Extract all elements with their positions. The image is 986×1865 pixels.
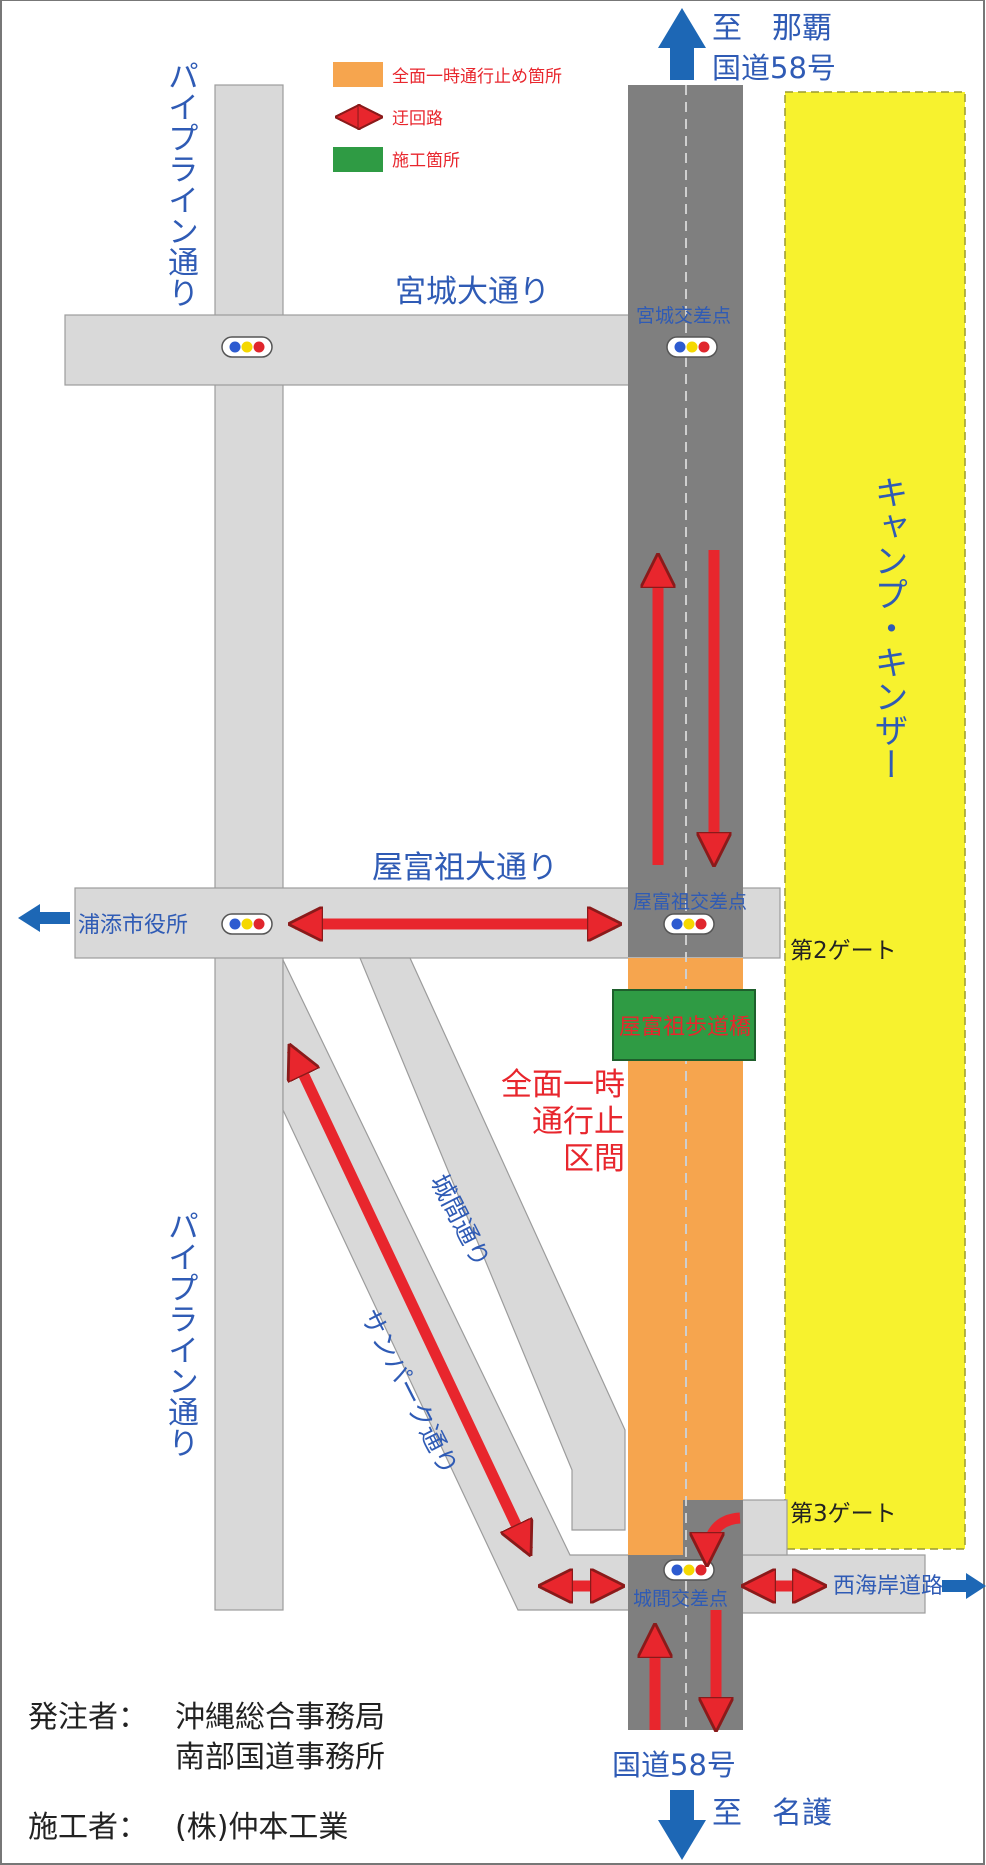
legend-construction-swatch bbox=[333, 147, 383, 172]
north-route-label: 国道58号 bbox=[712, 51, 836, 85]
west-arrow-icon bbox=[18, 904, 70, 932]
closure-section-line3: 区間 bbox=[563, 1141, 625, 1177]
contractor-name: (株)仲本工業 bbox=[175, 1810, 348, 1845]
yafuso-oodori-label: 屋富祖大通り bbox=[372, 850, 558, 886]
yafuso-footbridge-label: 屋富祖歩道橋 bbox=[619, 1015, 751, 1040]
traffic-light-pipeline-miyagi bbox=[221, 336, 273, 358]
yafuso-intersection-label: 屋富祖交差点 bbox=[633, 891, 747, 913]
legend-detour-label: 迂回路 bbox=[392, 109, 443, 129]
gate2-label: 第2ゲート bbox=[790, 938, 897, 964]
gusukuma-intersection-label: 城間交差点 bbox=[633, 1588, 728, 1610]
traffic-light-pipeline-yafuso bbox=[221, 913, 273, 935]
orderer-label: 発注者： bbox=[28, 1700, 148, 1735]
detour-arrows bbox=[292, 550, 820, 1730]
legend-construction-label: 施工箇所 bbox=[392, 151, 460, 171]
orderer-name-2: 南部国道事務所 bbox=[175, 1740, 385, 1775]
closure-section-line2: 通行止 bbox=[532, 1104, 625, 1140]
west-coast-road-label: 西海岸道路 bbox=[833, 1574, 943, 1599]
south-route-label: 国道58号 bbox=[612, 1748, 736, 1782]
legend-closure-label: 全面一時通行止め箇所 bbox=[392, 67, 562, 87]
traffic-light-yafuso-intersection bbox=[663, 913, 715, 935]
direction-arrows bbox=[18, 8, 986, 1860]
east-arrow-icon bbox=[942, 1573, 986, 1599]
orderer-name-1: 沖縄総合事務局 bbox=[175, 1700, 385, 1735]
camp-kinser-area bbox=[784, 91, 966, 1550]
pipeline-lower-label: パイプライン通り bbox=[162, 1210, 198, 1458]
north-arrow-icon bbox=[658, 8, 706, 80]
legend-closure-swatch bbox=[333, 62, 383, 87]
gate3-label: 第3ゲート bbox=[790, 1501, 897, 1527]
traffic-light-gusukuma-intersection bbox=[663, 1559, 715, 1581]
miyagi-oodori-road bbox=[64, 314, 633, 386]
detour-arrow-sunpark bbox=[292, 1050, 528, 1550]
pipeline-upper-label: パイプライン通り bbox=[162, 60, 198, 308]
traffic-light-miyagi-intersection bbox=[666, 336, 718, 358]
gate3-access bbox=[741, 1499, 788, 1556]
north-destination-label: 至 那覇 bbox=[712, 11, 832, 46]
detour-arrow-gate3-turn bbox=[707, 1512, 741, 1560]
pipeline-road bbox=[214, 84, 284, 1611]
contractor-label: 施工者： bbox=[28, 1810, 148, 1845]
south-arrow-icon bbox=[658, 1790, 706, 1860]
south-destination-label: 至 名護 bbox=[712, 1796, 832, 1831]
camp-kinser-label: キャンプ・キンザー bbox=[868, 475, 908, 781]
closure-section-line1: 全面一時 bbox=[501, 1067, 625, 1103]
route58-north-section bbox=[628, 85, 743, 957]
urasoe-city-hall-label: 浦添市役所 bbox=[78, 913, 188, 938]
construction-site bbox=[612, 989, 756, 1061]
closure-section-end bbox=[628, 1500, 683, 1555]
miyagi-oodori-label: 宮城大通り bbox=[395, 274, 550, 310]
miyagi-intersection-label: 宮城交差点 bbox=[636, 305, 731, 327]
